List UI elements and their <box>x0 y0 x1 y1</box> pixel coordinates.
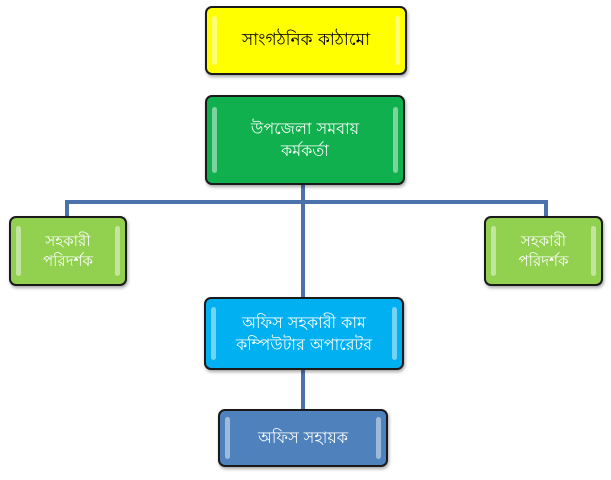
node-label-line1: উপজেলা সমবায় <box>250 119 360 139</box>
node-office-helper: অফিস সহায়ক <box>218 409 388 467</box>
node-label-line2: কম্পিউটার অপারেটর <box>235 334 373 354</box>
node-label-line1: অফিস সহকারী কাম <box>242 312 366 332</box>
node-label: অফিস সহায়ক <box>257 428 349 448</box>
node-label-line2: পরিদর্শক <box>43 252 93 270</box>
org-chart-title: সাংগঠনিক কাঠামো <box>241 30 371 51</box>
node-assistant-inspector-left: সহকারী পরিদর্শক <box>9 216 127 286</box>
connector-horizontal <box>65 200 548 204</box>
connector-operator-down <box>301 369 305 410</box>
node-label-line2: পরিদর্শক <box>518 252 569 270</box>
node-upazila-cooperative-officer: উপজেলা সমবায় কর্মকর্তা <box>205 95 405 185</box>
node-label-line1: সহকারী <box>520 231 567 250</box>
node-assistant-inspector-right: সহকারী পরিদর্শক <box>484 216 603 286</box>
connector-left-drop <box>65 200 69 217</box>
node-office-assistant-computer-operator: অফিস সহকারী কাম কম্পিউটার অপারেটর <box>204 297 404 370</box>
connector-head-down <box>301 184 305 298</box>
connector-right-drop <box>544 200 548 217</box>
node-label-line1: সহকারী <box>45 231 91 250</box>
org-chart-title-box: সাংগঠনিক কাঠামো <box>205 6 407 75</box>
node-label-line2: কর্মকর্তা <box>281 141 329 160</box>
